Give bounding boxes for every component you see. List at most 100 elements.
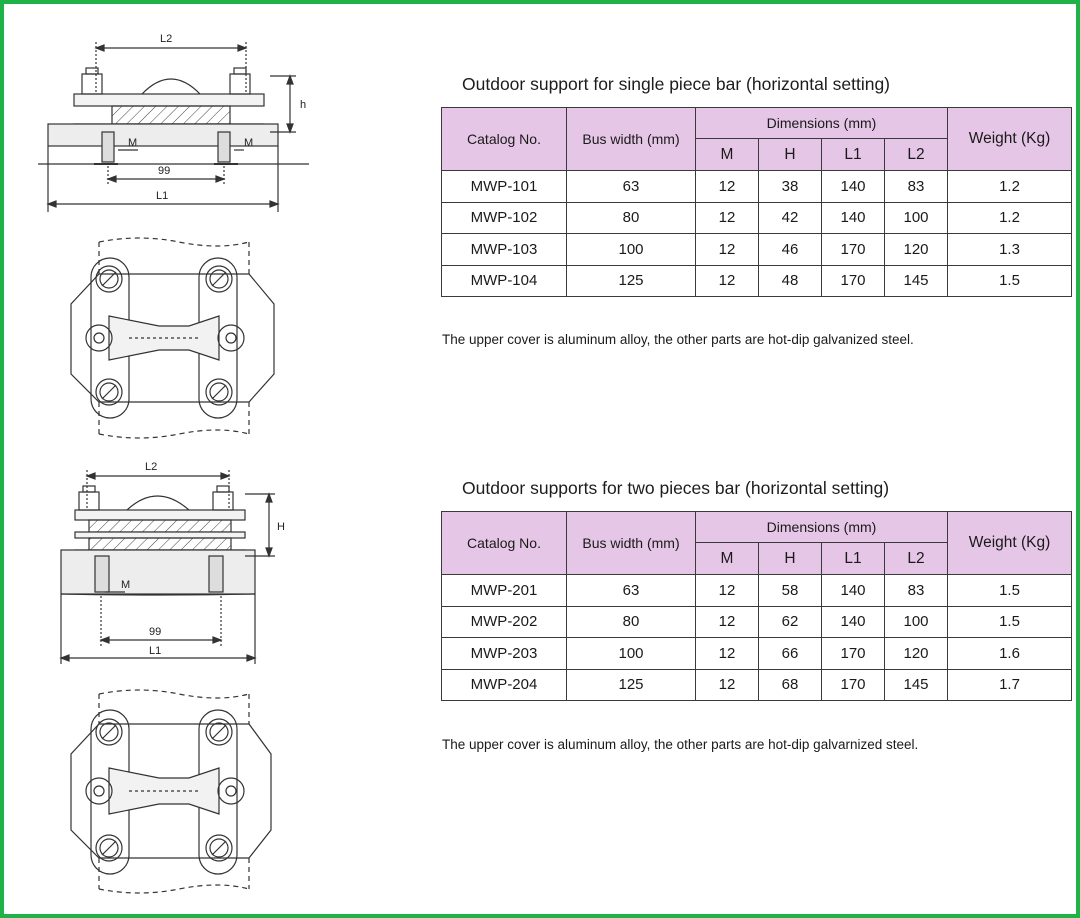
cell-l1: 140 [821,201,885,234]
cell-m: 12 [695,233,759,266]
dim-label-l2: L2 [160,33,172,45]
header-bus-width: Bus width (mm) [566,511,696,575]
plan-view-drawing-single [59,234,289,444]
material-note-single: The upper cover is aluminum alloy, the o… [442,332,914,347]
cell-h: 46 [758,233,822,266]
cell-h: 48 [758,264,822,297]
dim-label-spacing-double: 99 [149,626,161,638]
cell-l2: 120 [884,233,948,266]
header-m: M [695,542,759,575]
cell-l1: 170 [821,637,885,670]
cell-h: 62 [758,605,822,638]
dim-label-m-right: M [244,137,253,149]
dim-label-h: h [300,99,306,111]
cell-l2: 100 [884,201,948,234]
cell-catalog: MWP-204 [441,668,567,701]
table-row: MWP-201 63 12 58 140 83 1.5 [441,574,1072,607]
table-row: MWP-103 100 12 46 170 120 1.3 [441,233,1072,266]
cell-l1: 170 [821,668,885,701]
header-l1: L1 [821,138,885,171]
cell-bus-width: 100 [566,233,696,266]
cell-l1: 170 [821,233,885,266]
cell-m: 12 [695,170,759,203]
table-row: MWP-203 100 12 66 170 120 1.6 [441,637,1072,670]
header-weight: Weight (Kg) [947,511,1072,575]
header-h: H [758,542,822,575]
cell-catalog: MWP-101 [441,170,567,203]
table-row: MWP-104 125 12 48 170 145 1.5 [441,264,1072,297]
side-view-drawing-double: L2 H M 99 L1 [39,454,299,669]
header-h: H [758,138,822,171]
cell-weight: 1.5 [947,264,1072,297]
cell-bus-width: 63 [566,170,696,203]
table-row: MWP-102 80 12 42 140 100 1.2 [441,201,1072,234]
cell-l2: 83 [884,170,948,203]
dim-label-l1-double: L1 [149,645,161,657]
dim-label-m-double: M [121,579,130,591]
header-l2: L2 [884,542,948,575]
cell-weight: 1.2 [947,170,1072,203]
cell-l1: 170 [821,264,885,297]
cell-catalog: MWP-103 [441,233,567,266]
dim-label-h-double: H [277,521,285,533]
dim-label-l2-double: L2 [145,461,157,473]
cell-m: 12 [695,668,759,701]
section-title-double: Outdoor supports for two pieces bar (hor… [462,478,890,498]
cell-m: 12 [695,637,759,670]
cell-bus-width: 63 [566,574,696,607]
cell-h: 66 [758,637,822,670]
cell-bus-width: 80 [566,201,696,234]
header-l2: L2 [884,138,948,171]
table-row: MWP-101 63 12 38 140 83 1.2 [441,170,1072,203]
cell-weight: 1.5 [947,574,1072,607]
header-weight: Weight (Kg) [947,107,1072,171]
cell-h: 58 [758,574,822,607]
spec-table-single: Catalog No. Bus width (mm) Dimensions (m… [441,107,1072,297]
cell-l2: 145 [884,264,948,297]
table-row: MWP-204 125 12 68 170 145 1.7 [441,668,1072,701]
header-catalog: Catalog No. [441,107,567,171]
cell-weight: 1.2 [947,201,1072,234]
header-l1: L1 [821,542,885,575]
dim-label-l1: L1 [156,190,168,202]
table-row: MWP-202 80 12 62 140 100 1.5 [441,605,1072,638]
cell-weight: 1.7 [947,668,1072,701]
cell-l2: 100 [884,605,948,638]
cell-weight: 1.6 [947,637,1072,670]
header-dimensions: Dimensions (mm) [695,107,948,139]
cell-m: 12 [695,574,759,607]
spec-table-double: Catalog No. Bus width (mm) Dimensions (m… [441,511,1072,701]
section-title-single: Outdoor support for single piece bar (ho… [462,74,891,94]
cell-h: 42 [758,201,822,234]
header-bus-width: Bus width (mm) [566,107,696,171]
cell-bus-width: 80 [566,605,696,638]
material-note-double: The upper cover is aluminum alloy, the o… [442,737,919,752]
cell-m: 12 [695,201,759,234]
side-view-drawing-single: L2 h M M 99 L1 [34,24,324,224]
cell-weight: 1.5 [947,605,1072,638]
cell-bus-width: 100 [566,637,696,670]
header-catalog: Catalog No. [441,511,567,575]
cell-weight: 1.3 [947,233,1072,266]
cell-l2: 120 [884,637,948,670]
cell-m: 12 [695,605,759,638]
header-dimensions: Dimensions (mm) [695,511,948,543]
cell-bus-width: 125 [566,668,696,701]
cell-catalog: MWP-202 [441,605,567,638]
dim-label-spacing: 99 [158,165,170,177]
cell-catalog: MWP-203 [441,637,567,670]
cell-catalog: MWP-104 [441,264,567,297]
cell-l1: 140 [821,170,885,203]
cell-h: 38 [758,170,822,203]
cell-l1: 140 [821,574,885,607]
cell-l2: 83 [884,574,948,607]
dim-label-m-left: M [128,137,137,149]
cell-bus-width: 125 [566,264,696,297]
cell-catalog: MWP-201 [441,574,567,607]
cell-catalog: MWP-102 [441,201,567,234]
cell-l2: 145 [884,668,948,701]
cell-h: 68 [758,668,822,701]
cell-m: 12 [695,264,759,297]
cell-l1: 140 [821,605,885,638]
